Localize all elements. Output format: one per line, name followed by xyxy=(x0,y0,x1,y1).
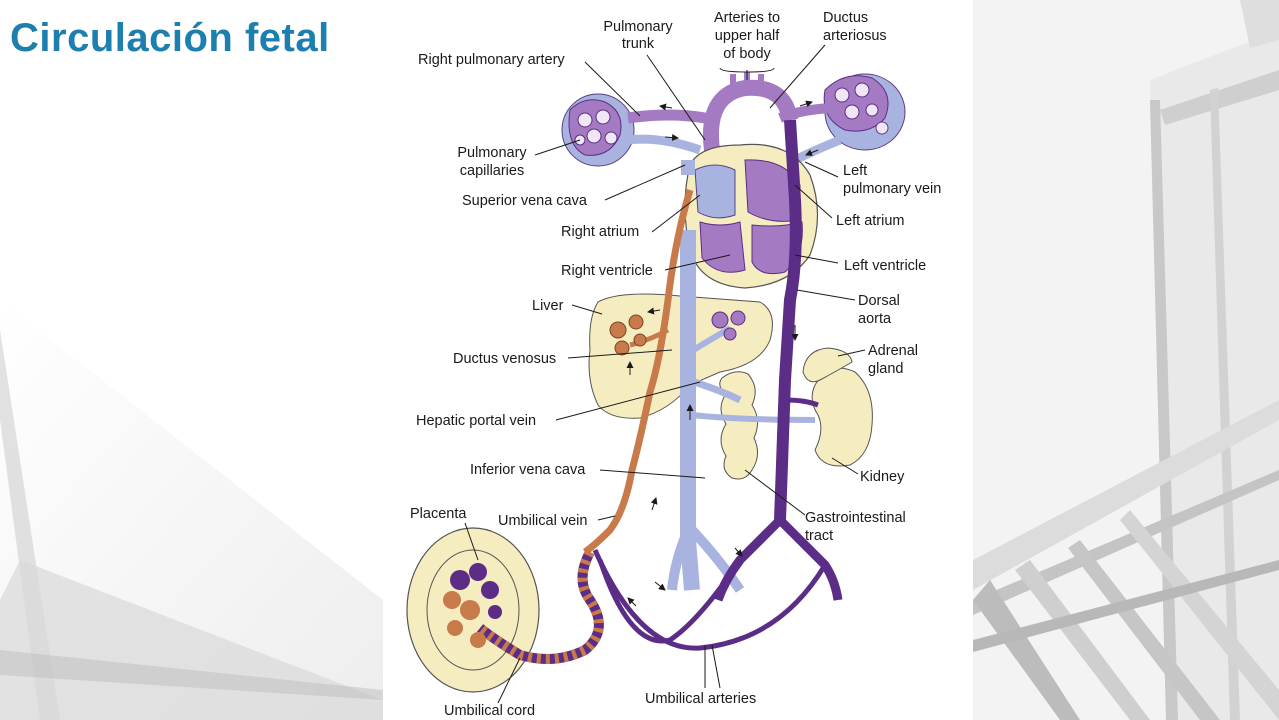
label-umbilical-vein: Umbilical vein xyxy=(498,513,587,529)
placenta-villi xyxy=(443,563,502,648)
label-kidney: Kidney xyxy=(860,469,905,485)
pulmonary-vein-right-vessel xyxy=(627,134,702,155)
placenta-inner xyxy=(426,549,520,671)
umbilical-cord-stripes xyxy=(476,549,604,664)
umbilical-vein-vessel xyxy=(582,188,694,555)
liver-capillaries xyxy=(609,310,746,356)
right-pulmonary-artery-vessel xyxy=(627,109,706,124)
label-left-ventricle: Left ventricle xyxy=(844,258,926,274)
gastrointestinal-tract-shape xyxy=(719,371,758,480)
dorsal-aorta-vessel xyxy=(774,119,802,521)
label-umbilical-cord: Umbilical cord xyxy=(444,703,535,719)
label-superior-vena-cava: Superior vena cava xyxy=(462,193,588,209)
label-placenta: Placenta xyxy=(410,506,467,522)
umbilical-artery-2 xyxy=(592,548,828,651)
left-lung-capillaries xyxy=(823,73,906,151)
label-liver: Liver xyxy=(532,298,564,314)
hepatic-portal-vein-vessel xyxy=(686,376,742,404)
label-inferior-vena-cava: Inferior vena cava xyxy=(470,462,586,478)
aortic-arch xyxy=(703,79,798,152)
kidney-artery xyxy=(785,397,819,408)
label-left-atrium: Left atrium xyxy=(836,213,905,229)
renal-vein xyxy=(691,412,816,423)
right-lung-capillaries xyxy=(561,93,635,167)
umbilical-artery-1 xyxy=(597,558,743,644)
ductus-venosus-vessel xyxy=(629,327,670,348)
kidney-shape xyxy=(811,367,873,467)
label-right-pulmonary-artery: Right pulmonary artery xyxy=(418,52,565,68)
label-right-atrium: Right atrium xyxy=(561,224,639,240)
label-hepatic-portal-vein: Hepatic portal vein xyxy=(416,413,536,429)
adrenal-gland-shape xyxy=(802,347,853,383)
label-umbilical-arteries: Umbilical arteries xyxy=(645,691,756,707)
flow-arrows xyxy=(626,100,819,607)
ivc-branch-right xyxy=(688,526,745,593)
aorta-branch-left xyxy=(713,516,784,602)
label-ductus-venosus: Ductus venosus xyxy=(453,351,556,367)
label-right-ventricle: Right ventricle xyxy=(561,263,653,279)
slide-title: Circulación fetal xyxy=(10,16,330,60)
leader-lines xyxy=(464,44,866,704)
ivc-branch-left xyxy=(667,528,693,591)
